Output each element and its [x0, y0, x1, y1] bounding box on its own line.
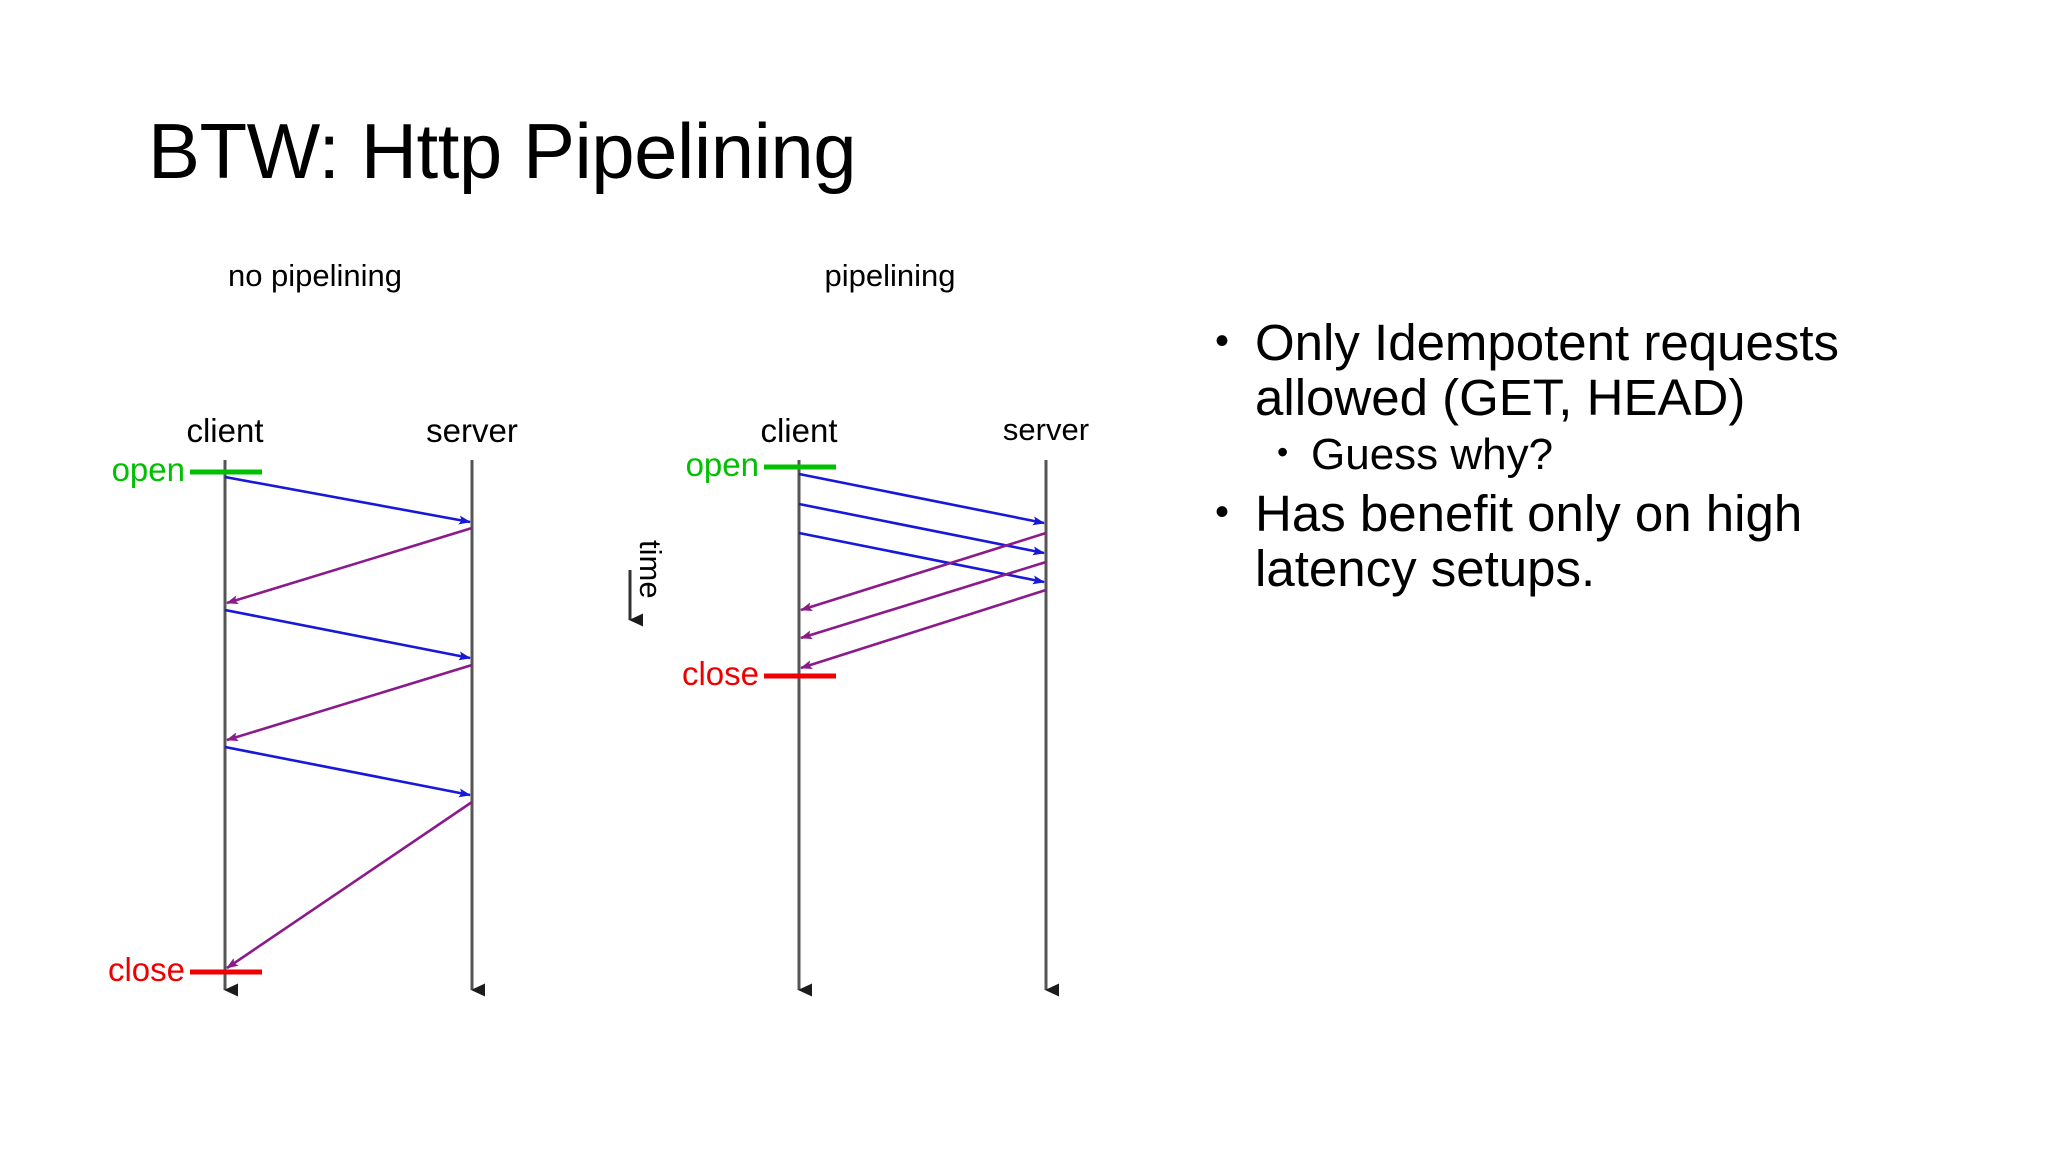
request-arrow	[224, 745, 471, 798]
response-arrow	[226, 800, 473, 970]
request-arrow	[798, 531, 1045, 585]
response-arrow	[800, 588, 1047, 670]
response-arrow	[800, 531, 1047, 612]
sequence-diagram-svg: time	[190, 460, 1059, 997]
bullet-item-3: • Has benefit only on high latency setup…	[1215, 484, 1975, 597]
bullet-marker-icon: •	[1277, 434, 1289, 471]
sequence-diagram: time no pipelining pipelining client ser…	[100, 258, 1220, 1120]
time-axis: time	[628, 540, 668, 627]
response-arrow	[226, 526, 473, 605]
panel-pipelining	[764, 460, 1059, 997]
bullet-marker-icon: •	[1215, 489, 1230, 534]
request-arrow	[798, 502, 1045, 556]
panel-no-pipelining	[190, 460, 485, 997]
panel-heading-no-pipelining: no pipelining	[227, 258, 403, 293]
request-arrow	[798, 472, 1045, 526]
bullet-item-2: • Guess why?	[1277, 430, 1975, 480]
bullet-item-1: • Only Idempotent requests allowed (GET,…	[1215, 315, 1975, 425]
bullet-item-3-text: Has benefit only on high latency setups.	[1255, 484, 1803, 597]
response-arrow	[226, 663, 473, 742]
bullet-item-1-text: Only Idempotent requests allowed (GET, H…	[1255, 314, 1839, 427]
bullet-item-2-text: Guess why?	[1311, 430, 1554, 480]
request-arrow	[224, 608, 471, 661]
page-title: BTW: Http Pipelining	[148, 107, 857, 195]
response-arrow	[800, 560, 1047, 640]
request-arrow	[224, 475, 471, 525]
panel-heading-pipelining: pipelining	[824, 258, 956, 293]
bullet-list: • Only Idempotent requests allowed (GET,…	[1215, 315, 1975, 596]
time-axis-label: time	[633, 540, 668, 599]
bullet-marker-icon: •	[1215, 319, 1230, 363]
